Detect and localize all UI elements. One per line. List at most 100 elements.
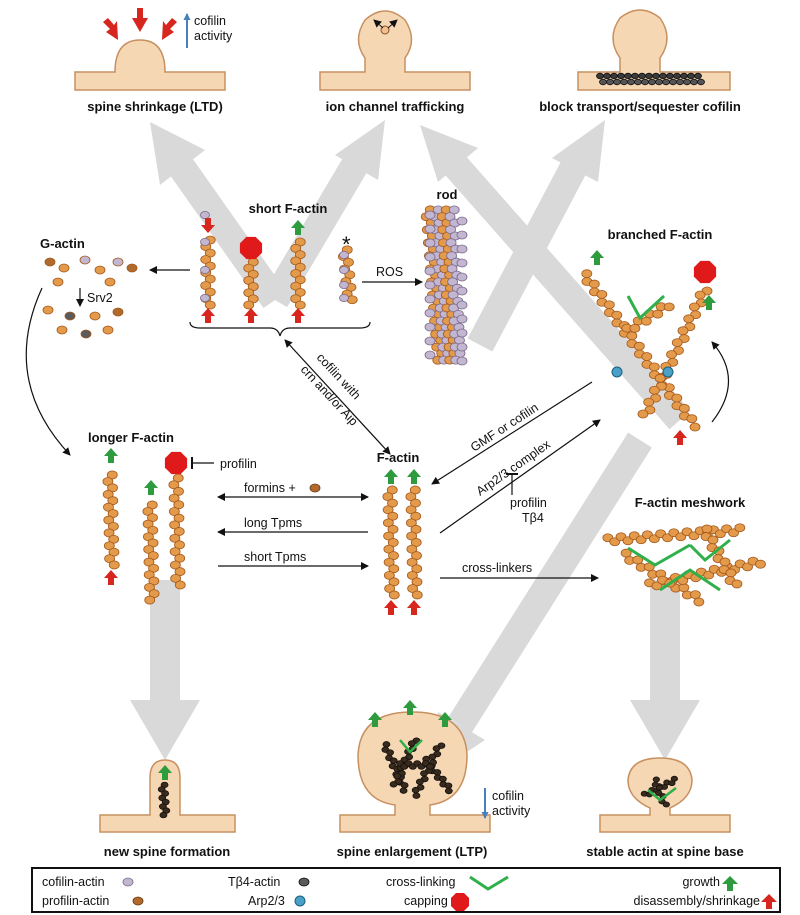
stable-actin-label: stable actin at spine base xyxy=(586,844,744,859)
actin-subunit xyxy=(411,577,423,587)
actin-subunit xyxy=(383,531,395,541)
actin-subunit xyxy=(426,763,434,770)
arrow-arp-complex xyxy=(439,419,601,534)
actin-subunit xyxy=(438,775,447,783)
arp23-complex xyxy=(662,366,674,378)
legend-profilin-actin: profilin-actin xyxy=(42,894,109,908)
actin-subunit xyxy=(701,524,713,534)
growth-arrow xyxy=(590,250,604,265)
actin-subunit xyxy=(652,776,660,783)
actin-subunit xyxy=(444,787,453,795)
rod-cluster-subunit xyxy=(648,78,656,86)
actin-subunit xyxy=(168,480,180,490)
profilin-label: profilin xyxy=(220,457,257,471)
actin-subunit xyxy=(410,498,421,508)
cofilin-actin-subunit xyxy=(456,216,468,226)
g-actin-monomer xyxy=(64,311,76,321)
arp23-complex xyxy=(611,366,623,378)
legend-tb4-actin: Tβ4-actin xyxy=(228,875,280,889)
actin-subunit xyxy=(707,535,719,545)
actin-subunit xyxy=(629,323,641,333)
growth-arrow xyxy=(144,480,158,495)
actin-subunit xyxy=(388,590,400,600)
actin-subunit xyxy=(103,541,115,551)
actin-subunit xyxy=(731,579,743,589)
legend-cofilin-actin: cofilin-actin xyxy=(42,875,105,889)
cofilin-actin-subunit xyxy=(456,258,468,268)
actin-subunit xyxy=(102,489,114,499)
actin-subunit xyxy=(159,811,168,819)
cofilin-actin-subunit xyxy=(339,293,349,302)
short-tpms-label: short Tpms xyxy=(244,550,306,564)
cofilin-down-label: cofilin xyxy=(492,789,524,803)
actin-subunit xyxy=(406,570,418,580)
actin-subunit xyxy=(103,528,115,538)
actin-subunit xyxy=(389,781,398,788)
actin-subunit xyxy=(173,500,185,510)
cofilin-down-label-2: activity xyxy=(492,804,531,818)
rod-cluster-subunit xyxy=(690,78,698,86)
block-transport-label: block transport/sequester cofilin xyxy=(539,99,741,114)
g-actin-monomer xyxy=(112,307,124,317)
actin-subunit xyxy=(173,527,185,536)
actin-subunit xyxy=(388,551,399,560)
cofilin-actin-subunit xyxy=(339,250,349,259)
actin-subunit xyxy=(428,753,437,760)
rod-cluster-subunit xyxy=(697,78,705,86)
actin-monomer xyxy=(689,422,701,432)
legend: cofilin-actin profilin-actin Tβ4-actin A… xyxy=(31,867,781,913)
legend-box xyxy=(31,867,781,913)
actin-subunit xyxy=(405,518,417,528)
actin-subunit xyxy=(407,740,416,747)
enlarged-spine-shape xyxy=(339,711,491,833)
actin-subunit xyxy=(666,350,677,359)
arrow-gmf xyxy=(431,381,593,485)
short-filaments xyxy=(200,210,358,323)
actin-subunit xyxy=(144,595,156,605)
meshwork-filaments xyxy=(602,523,766,607)
cofilin-actin-subunit xyxy=(424,210,436,220)
branched-filaments xyxy=(581,250,717,445)
actin-subunit xyxy=(204,248,216,258)
grey-arrow-to-shrinkage xyxy=(150,122,287,309)
actin-subunit xyxy=(411,590,423,600)
crosslink-mark xyxy=(399,739,423,754)
actin-subunit xyxy=(387,511,399,521)
cofilin-actin-subunit xyxy=(424,280,436,290)
factin-filaments xyxy=(382,469,423,615)
new-spine-actin xyxy=(157,765,172,819)
grey-arrow-branched-to-ion xyxy=(420,125,691,430)
actin-subunit xyxy=(102,477,114,486)
shrink-arrow xyxy=(673,430,687,445)
actin-subunit xyxy=(386,485,398,495)
actin-subunit xyxy=(406,544,418,554)
actin-subunit xyxy=(168,507,180,516)
cofilin-actin-subunit xyxy=(424,336,436,346)
rod-cluster-subunit xyxy=(673,72,681,80)
actin-subunit xyxy=(651,581,663,591)
shrink-arrow xyxy=(104,570,118,585)
actin-subunit xyxy=(409,485,421,495)
actin-subunit xyxy=(703,570,715,580)
actin-subunit xyxy=(694,290,706,300)
rod-cluster-subunit xyxy=(659,72,667,80)
spine-shrinkage-label: spine shrinkage (LTD) xyxy=(87,99,223,114)
rod-cluster-in-neck xyxy=(596,72,705,86)
actin-subunit xyxy=(663,302,675,312)
rod-cluster-subunit xyxy=(631,72,639,80)
actin-subunit xyxy=(200,255,212,264)
cofilin-actin-subunit xyxy=(200,210,210,219)
cofilin-actin-subunit xyxy=(424,224,436,234)
actin-subunit xyxy=(204,300,216,310)
cofilin-actin-subunit xyxy=(424,350,436,360)
actin-subunit xyxy=(447,277,459,287)
actin-subunit xyxy=(415,778,424,785)
growth-arrow xyxy=(403,700,417,715)
actin-subunit xyxy=(406,557,418,567)
actin-subunit xyxy=(444,212,456,222)
growth-arrow xyxy=(104,448,118,463)
crosslink-mark xyxy=(659,568,721,592)
rod-cluster-subunit xyxy=(613,78,621,86)
rod-cluster-subunit xyxy=(687,72,695,80)
